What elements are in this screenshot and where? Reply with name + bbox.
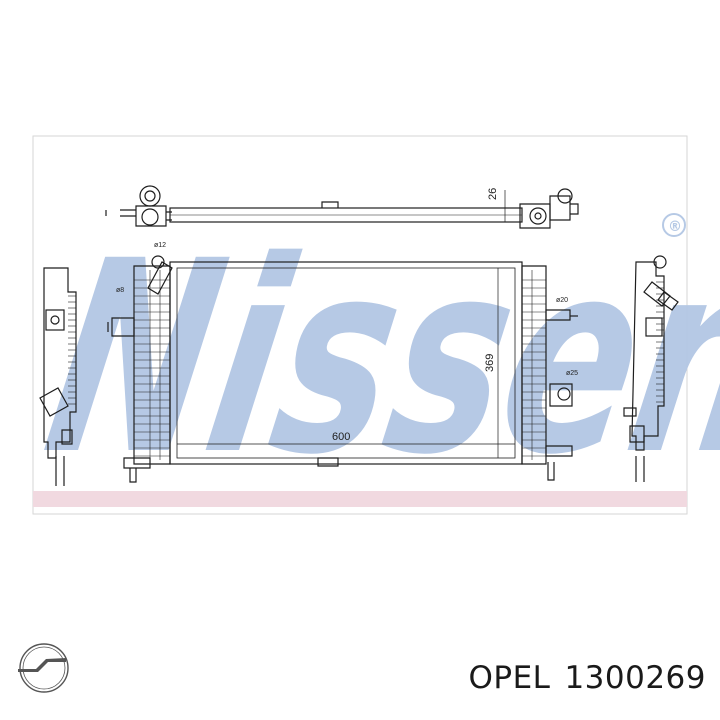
dimension-top: 26 <box>487 188 499 200</box>
left-side-view <box>39 267 77 486</box>
right-side-fins <box>656 281 664 403</box>
part-number: 1300269 <box>564 660 706 696</box>
label-b: ø20 <box>556 297 568 304</box>
registered-mark: ® <box>668 219 682 235</box>
dimension-height: 369 <box>484 354 496 372</box>
nissens-watermark: Nissens ® <box>29 205 720 514</box>
dimension-width: 600 <box>332 431 350 443</box>
part-label: OPEL 1300269 <box>468 660 706 696</box>
watermark-text: Nissens <box>29 205 720 514</box>
drawing-frame <box>32 135 688 515</box>
brand-name: OPEL <box>468 660 551 696</box>
opel-logo <box>18 643 69 693</box>
pink-band <box>33 491 687 507</box>
label-c: ø25 <box>566 370 578 377</box>
right-tank-fins <box>522 279 546 457</box>
right-side-view <box>623 255 679 482</box>
top-view <box>105 185 579 229</box>
left-side-fins <box>68 295 76 405</box>
label-a: ø8 <box>116 287 124 294</box>
dimension-diameter: ø12 <box>154 242 166 249</box>
front-view <box>107 255 578 483</box>
left-tank-fins <box>134 279 170 457</box>
